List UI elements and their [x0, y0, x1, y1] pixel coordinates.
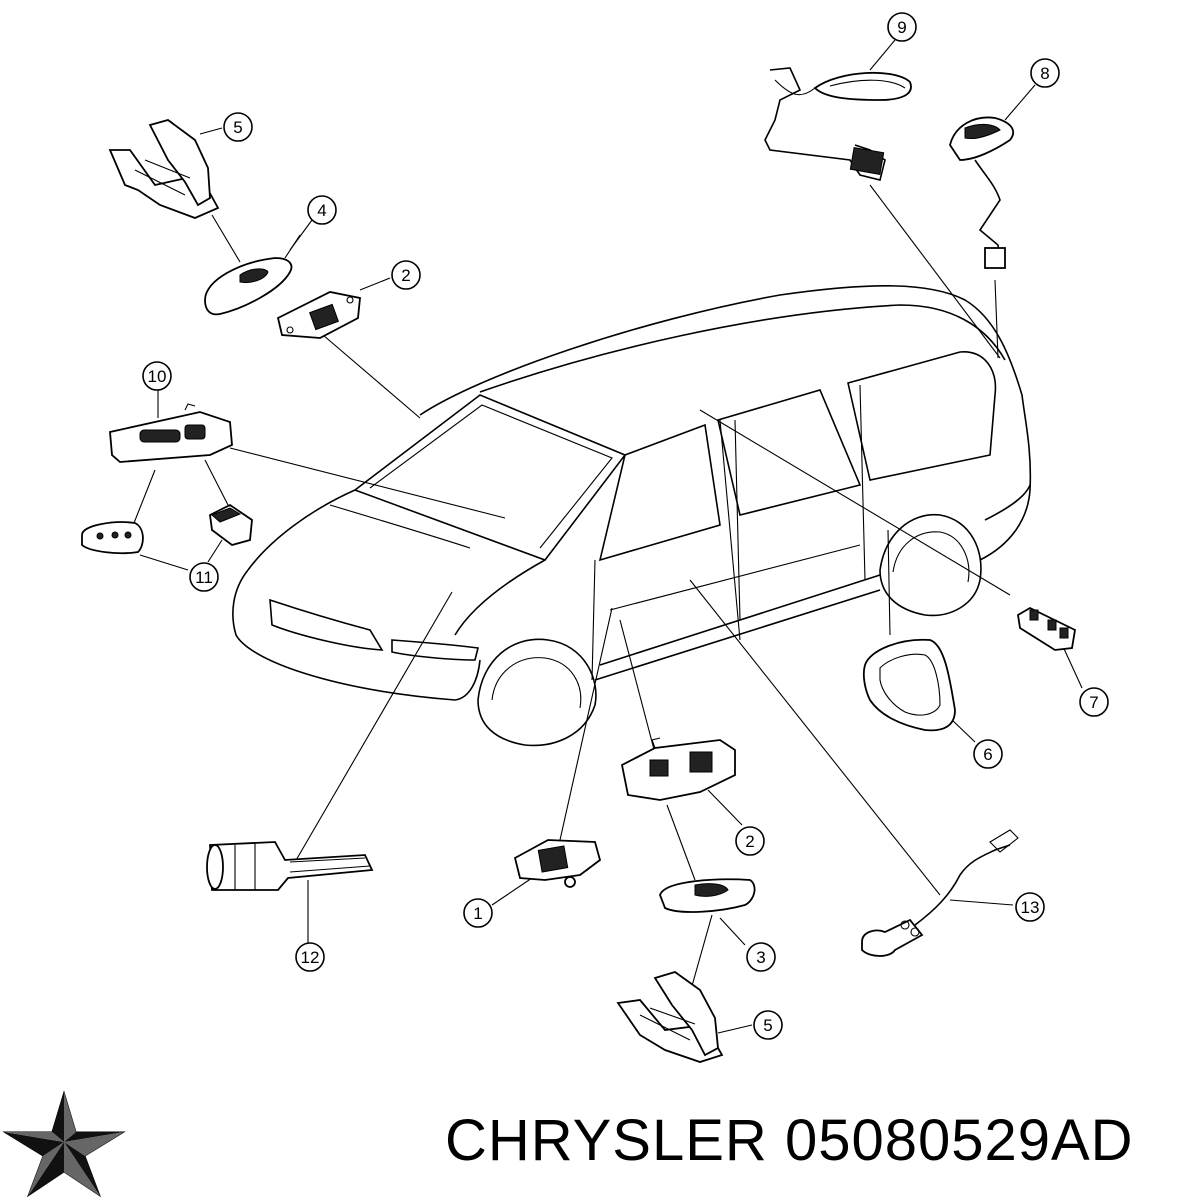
callout-9: 9: [869, 12, 917, 71]
part-number: 05080529AD: [784, 1108, 1134, 1173]
callout-2-top: 2: [391, 260, 421, 290]
callout-2-bottom: 2: [735, 826, 765, 856]
callout-3: 3: [746, 942, 776, 972]
callout-5-top: 5: [223, 112, 253, 142]
svg-text:9: 9: [897, 18, 906, 37]
part-12-connector: [206, 841, 374, 891]
svg-text:7: 7: [1089, 693, 1098, 712]
callout-12: 12: [295, 942, 325, 972]
svg-text:1: 1: [473, 904, 482, 923]
svg-text:13: 13: [1021, 898, 1040, 917]
part-2-sensor-module-bottom: [620, 737, 736, 801]
brand-part-number: CHRYSLER 05080529AD: [445, 1107, 1134, 1174]
callout-4: 4: [289, 195, 337, 251]
part-5-bracket-top: [108, 119, 220, 219]
part-2-sensor-module-top: [276, 291, 361, 339]
callout-8: 8: [1004, 58, 1060, 121]
svg-text:2: 2: [401, 266, 410, 285]
svg-text:6: 6: [983, 745, 992, 764]
callout-5-bottom: 5: [753, 1010, 783, 1040]
part-10-receiver-module: [109, 403, 233, 463]
callout-11: 11: [189, 562, 219, 592]
part-3-dome-lens: [659, 878, 756, 913]
part-6-lens-frame: [862, 638, 956, 732]
svg-text:8: 8: [1040, 64, 1049, 83]
svg-text:2: 2: [745, 832, 754, 851]
svg-text:4: 4: [317, 201, 326, 220]
svg-text:10: 10: [148, 367, 167, 386]
footer: CHRYSLER 05080529AD: [0, 1085, 1200, 1200]
pentastar-icon: [2, 1090, 126, 1198]
minivan-outline: [232, 285, 1032, 747]
callout-13: 13: [1015, 892, 1045, 922]
part-7-sensor-strip: [1017, 606, 1076, 651]
brand-name: CHRYSLER: [445, 1108, 768, 1173]
svg-text:5: 5: [233, 118, 242, 137]
part-11-key-fob: [81, 503, 253, 555]
callout-6: 6: [973, 739, 1003, 769]
leader-lines: [131, 127, 1083, 1034]
callout-1: 1: [463, 898, 493, 928]
part-9-lamp-harness: [764, 67, 912, 181]
part-1-control-module: [513, 839, 602, 888]
part-8-lamp-harness: [949, 116, 1015, 269]
part-5-bracket-bottom: [616, 971, 724, 1063]
part-13-sensor-lead: [861, 829, 1019, 957]
svg-text:5: 5: [763, 1016, 772, 1035]
part-4-dome-lens: [204, 257, 293, 316]
svg-text:12: 12: [301, 948, 320, 967]
svg-text:3: 3: [756, 948, 765, 967]
callout-10: 10: [142, 361, 172, 391]
svg-text:11: 11: [195, 568, 213, 587]
parts-diagram: 9 8 5 4 2 10 11 7 6 2 1: [81, 12, 1109, 1063]
callout-7: 7: [1079, 687, 1109, 717]
